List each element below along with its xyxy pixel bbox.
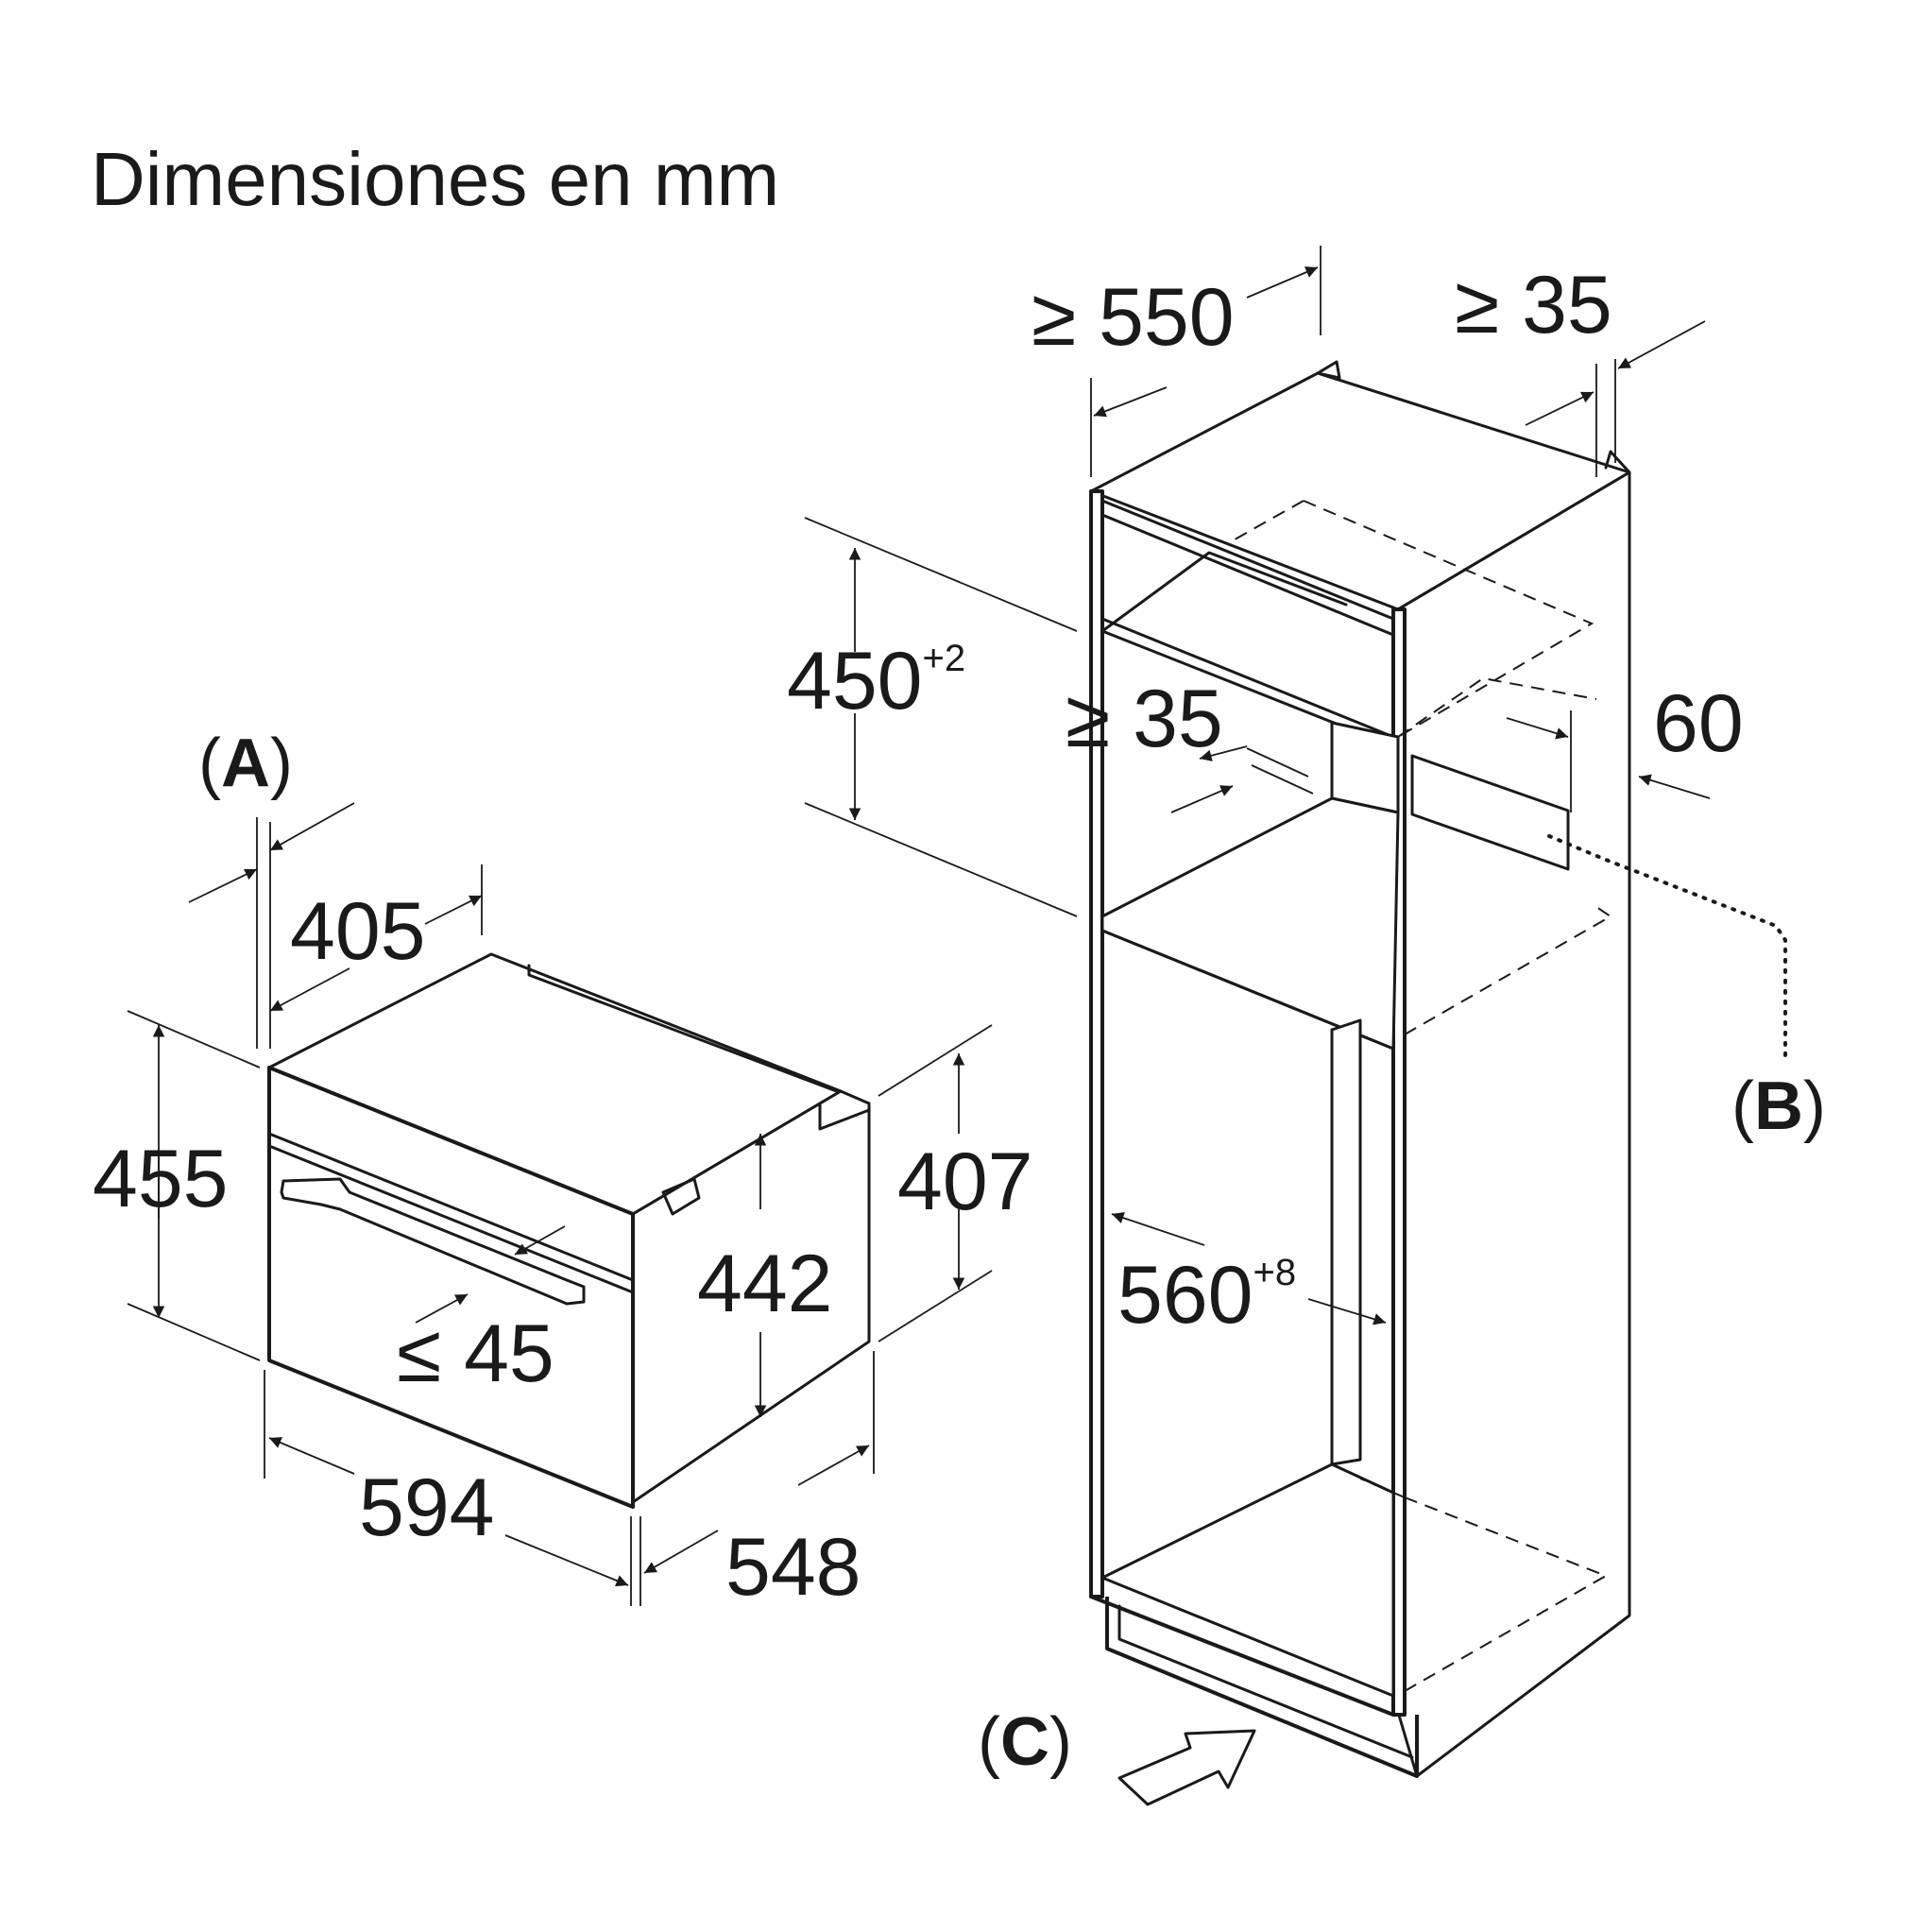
cabinet-front-left-post (1089, 489, 1104, 1599)
dim-niche-height: 450+2 (787, 636, 965, 727)
cabinet-vent (1410, 754, 1570, 871)
callout-b-letter: B (1754, 1069, 1803, 1144)
appliance-control-strip (267, 1066, 635, 1282)
callout-c-open: ( (978, 1704, 1000, 1780)
dim-442: 442 (697, 1239, 833, 1329)
appliance-bracket (661, 1177, 701, 1216)
dim-niche-height-tol: +2 (923, 638, 966, 679)
appliance-front (267, 1066, 635, 1509)
dim-door-projection: ≤ 45 (397, 1308, 554, 1399)
dim-rear-gap-mid: ≥ 35 (1066, 674, 1223, 764)
dim-niche-width-value: 560 (1117, 1250, 1253, 1341)
appliance-side-notch (818, 1102, 871, 1131)
appliance-handle (280, 1177, 586, 1306)
appliance-door-top (267, 1144, 635, 1294)
dim-cabinet-depth: ≥ 550 (1032, 272, 1235, 363)
cabinet-shelf-top (1100, 499, 1395, 637)
dim-405: 405 (290, 886, 426, 977)
appliance-drawing (267, 952, 871, 1509)
cabinet-side (1396, 470, 1631, 1778)
callout-a-letter: A (221, 726, 270, 801)
cabinet-lower-rear (1330, 1018, 1362, 1466)
dim-vent-depth: 60 (1653, 678, 1744, 769)
airflow-arrow (1117, 1729, 1256, 1806)
callout-b: (B) (1731, 1069, 1826, 1144)
cabinet-dimensions (804, 246, 1787, 1806)
cabinet-shelf-middle (1100, 796, 1400, 1051)
callout-b-close: ) (1803, 1069, 1826, 1144)
cabinet-shelf-bottom (1100, 1462, 1395, 1698)
dim-594: 594 (359, 1462, 495, 1553)
dim-548: 548 (725, 1522, 861, 1613)
callout-c: (C) (978, 1704, 1072, 1780)
page-title: Dimensiones en mm (91, 137, 780, 221)
dim-niche-width: 560+8 (1117, 1250, 1296, 1341)
dim-niche-width-tol: +8 (1253, 1252, 1297, 1293)
dim-rear-gap-top: ≥ 35 (1455, 260, 1612, 350)
dim-407: 407 (897, 1137, 1033, 1227)
callout-a-close: ) (270, 726, 293, 801)
dim-455: 455 (93, 1134, 229, 1224)
callout-b-open: ( (1731, 1069, 1754, 1144)
appliance-dimensions (127, 802, 993, 1606)
cabinet-plinth (1105, 1597, 1419, 1778)
cabinet-drawing (1089, 360, 1631, 1778)
callout-c-close: ) (1049, 1704, 1072, 1780)
callout-a: (A) (198, 726, 293, 801)
callout-c-letter: C (1000, 1704, 1049, 1780)
callout-a-open: ( (198, 726, 221, 801)
dim-niche-height-value: 450 (787, 636, 923, 727)
cabinet-top-step (1316, 360, 1341, 380)
